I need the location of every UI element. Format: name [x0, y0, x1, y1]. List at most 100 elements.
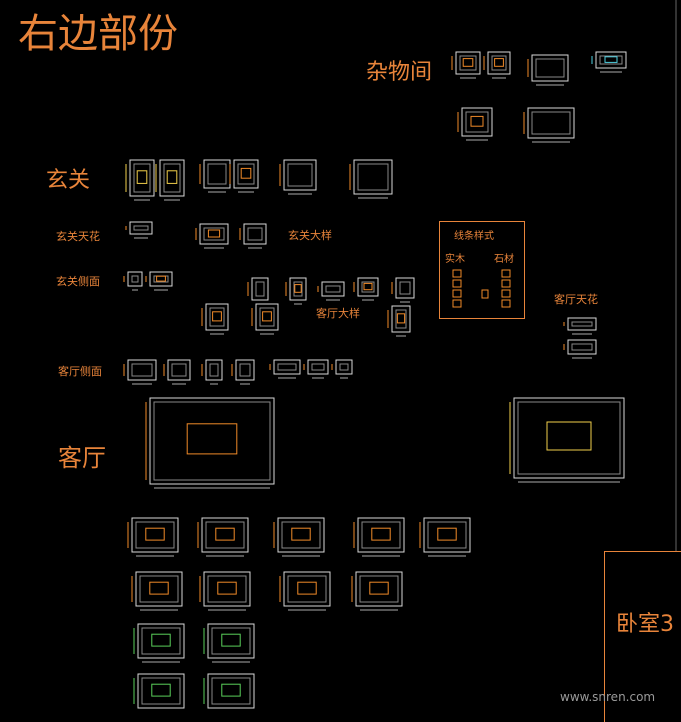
- elevation-sheet-8: [355, 571, 403, 607]
- drawing-inner: [209, 307, 225, 327]
- drawing-inner: [325, 285, 341, 293]
- label-bedroom3: 卧室3: [616, 612, 674, 637]
- drawing-inner: [141, 677, 181, 705]
- accent-block: [470, 115, 484, 127]
- storage-plan-1: [461, 107, 493, 137]
- living-ceiling-2: [567, 339, 597, 355]
- small-detail-1: [149, 271, 173, 287]
- label-foyer-elevation: 玄关侧面: [56, 275, 100, 288]
- elevation-sheet-4: [423, 517, 471, 553]
- drawing-inner: [395, 309, 407, 329]
- drawing-inner: [465, 111, 489, 133]
- living-elev-small-4: [273, 359, 301, 375]
- accent-block: [212, 311, 222, 322]
- accent-block: [156, 275, 166, 282]
- accent-block: [215, 527, 235, 541]
- drawing-inner: [361, 281, 375, 293]
- storage-elevation-2: [487, 51, 511, 75]
- drawing-inner: [287, 163, 313, 187]
- drawing-inner: [239, 363, 251, 377]
- accent-block: [546, 421, 592, 451]
- accent-block: [363, 282, 373, 291]
- accent-block: [166, 170, 178, 184]
- accent-block: [217, 581, 237, 595]
- drawing-inner: [209, 363, 219, 377]
- drawing-inner: [203, 227, 225, 241]
- elevation-sheet-10: [207, 623, 255, 659]
- drawing-inner: [361, 521, 401, 549]
- line-style-legend: 线条样式 实木 石材: [439, 221, 525, 319]
- accent-block: [151, 633, 171, 647]
- living-detail-1: [205, 303, 229, 331]
- drawing-inner: [171, 363, 187, 377]
- accent-block: [149, 581, 169, 595]
- legend-swatch-wood: [452, 269, 462, 278]
- legend-swatch-wood: [452, 299, 462, 308]
- foyer-ceiling-2: [199, 223, 229, 245]
- drawing-inner: [277, 363, 297, 371]
- living-detail-2: [255, 303, 279, 331]
- label-living-elevation: 客厅侧面: [58, 365, 102, 378]
- drawing-inner: [131, 363, 153, 377]
- elevation-sheet-2: [277, 517, 325, 553]
- drawing-inner: [339, 363, 349, 371]
- drawing-inner: [211, 677, 251, 705]
- accent-block: [604, 56, 618, 63]
- accent-block: [136, 170, 148, 184]
- living-floor-plan: [149, 397, 275, 485]
- drawing-inner: [357, 163, 389, 191]
- legend-col-stone: 石材: [494, 254, 514, 265]
- elevation-sheet-11: [137, 673, 185, 709]
- label-storage: 杂物间: [366, 60, 433, 85]
- small-detail-3: [289, 277, 307, 301]
- accent-block: [369, 581, 389, 595]
- accent-block: [151, 683, 171, 697]
- accent-block: [396, 313, 406, 324]
- accent-block: [186, 423, 238, 455]
- storage-plan-2: [527, 107, 575, 139]
- label-living-detail: 客厅大样: [316, 307, 360, 320]
- drawing-inner: [571, 321, 593, 327]
- drawing-inner: [281, 521, 321, 549]
- legend-swatch-stone: [501, 279, 511, 288]
- accent-block: [494, 58, 504, 67]
- living-elev-small-6: [335, 359, 353, 375]
- elevation-sheet-1: [201, 517, 249, 553]
- drawing-inner: [293, 281, 303, 297]
- living-ceiling-plan: [513, 397, 625, 479]
- drawing-inner: [531, 111, 571, 135]
- storage-detail: [595, 51, 627, 69]
- drawing-inner: [359, 575, 399, 603]
- label-foyer: 玄关: [46, 168, 91, 193]
- accent-block: [240, 167, 252, 179]
- drawing-inner: [427, 521, 467, 549]
- accent-block: [221, 633, 241, 647]
- accent-block: [462, 58, 474, 67]
- small-detail-5: [357, 277, 379, 297]
- living-elev-small-2: [205, 359, 223, 381]
- legend-swatch-stone: [501, 299, 511, 308]
- foyer-ceiling-1: [129, 221, 153, 235]
- drawing-inner: [131, 275, 139, 283]
- foyer-elev-4: [353, 159, 393, 195]
- drawing-inner: [133, 225, 149, 231]
- small-detail-6: [395, 277, 415, 299]
- living-elev-small-3: [235, 359, 255, 381]
- elevation-sheet-9: [137, 623, 185, 659]
- accent-block: [207, 229, 221, 238]
- living-ceiling-1: [567, 317, 597, 331]
- legend-swatch-stone: [501, 289, 511, 298]
- label-living-room: 客厅: [58, 444, 106, 472]
- page-title: 右边部份: [18, 11, 178, 57]
- accent-block: [145, 527, 165, 541]
- storage-elevation-1: [455, 51, 481, 75]
- drawing-inner: [255, 281, 265, 297]
- drawing-inner: [207, 163, 227, 185]
- living-elev-small-5: [307, 359, 329, 375]
- drawing-inner: [399, 281, 411, 295]
- small-detail-0: [127, 271, 143, 287]
- accent-block: [262, 311, 272, 322]
- drawing-inner: [211, 627, 251, 655]
- accent-block: [221, 683, 241, 697]
- drawing-inner: [491, 55, 507, 71]
